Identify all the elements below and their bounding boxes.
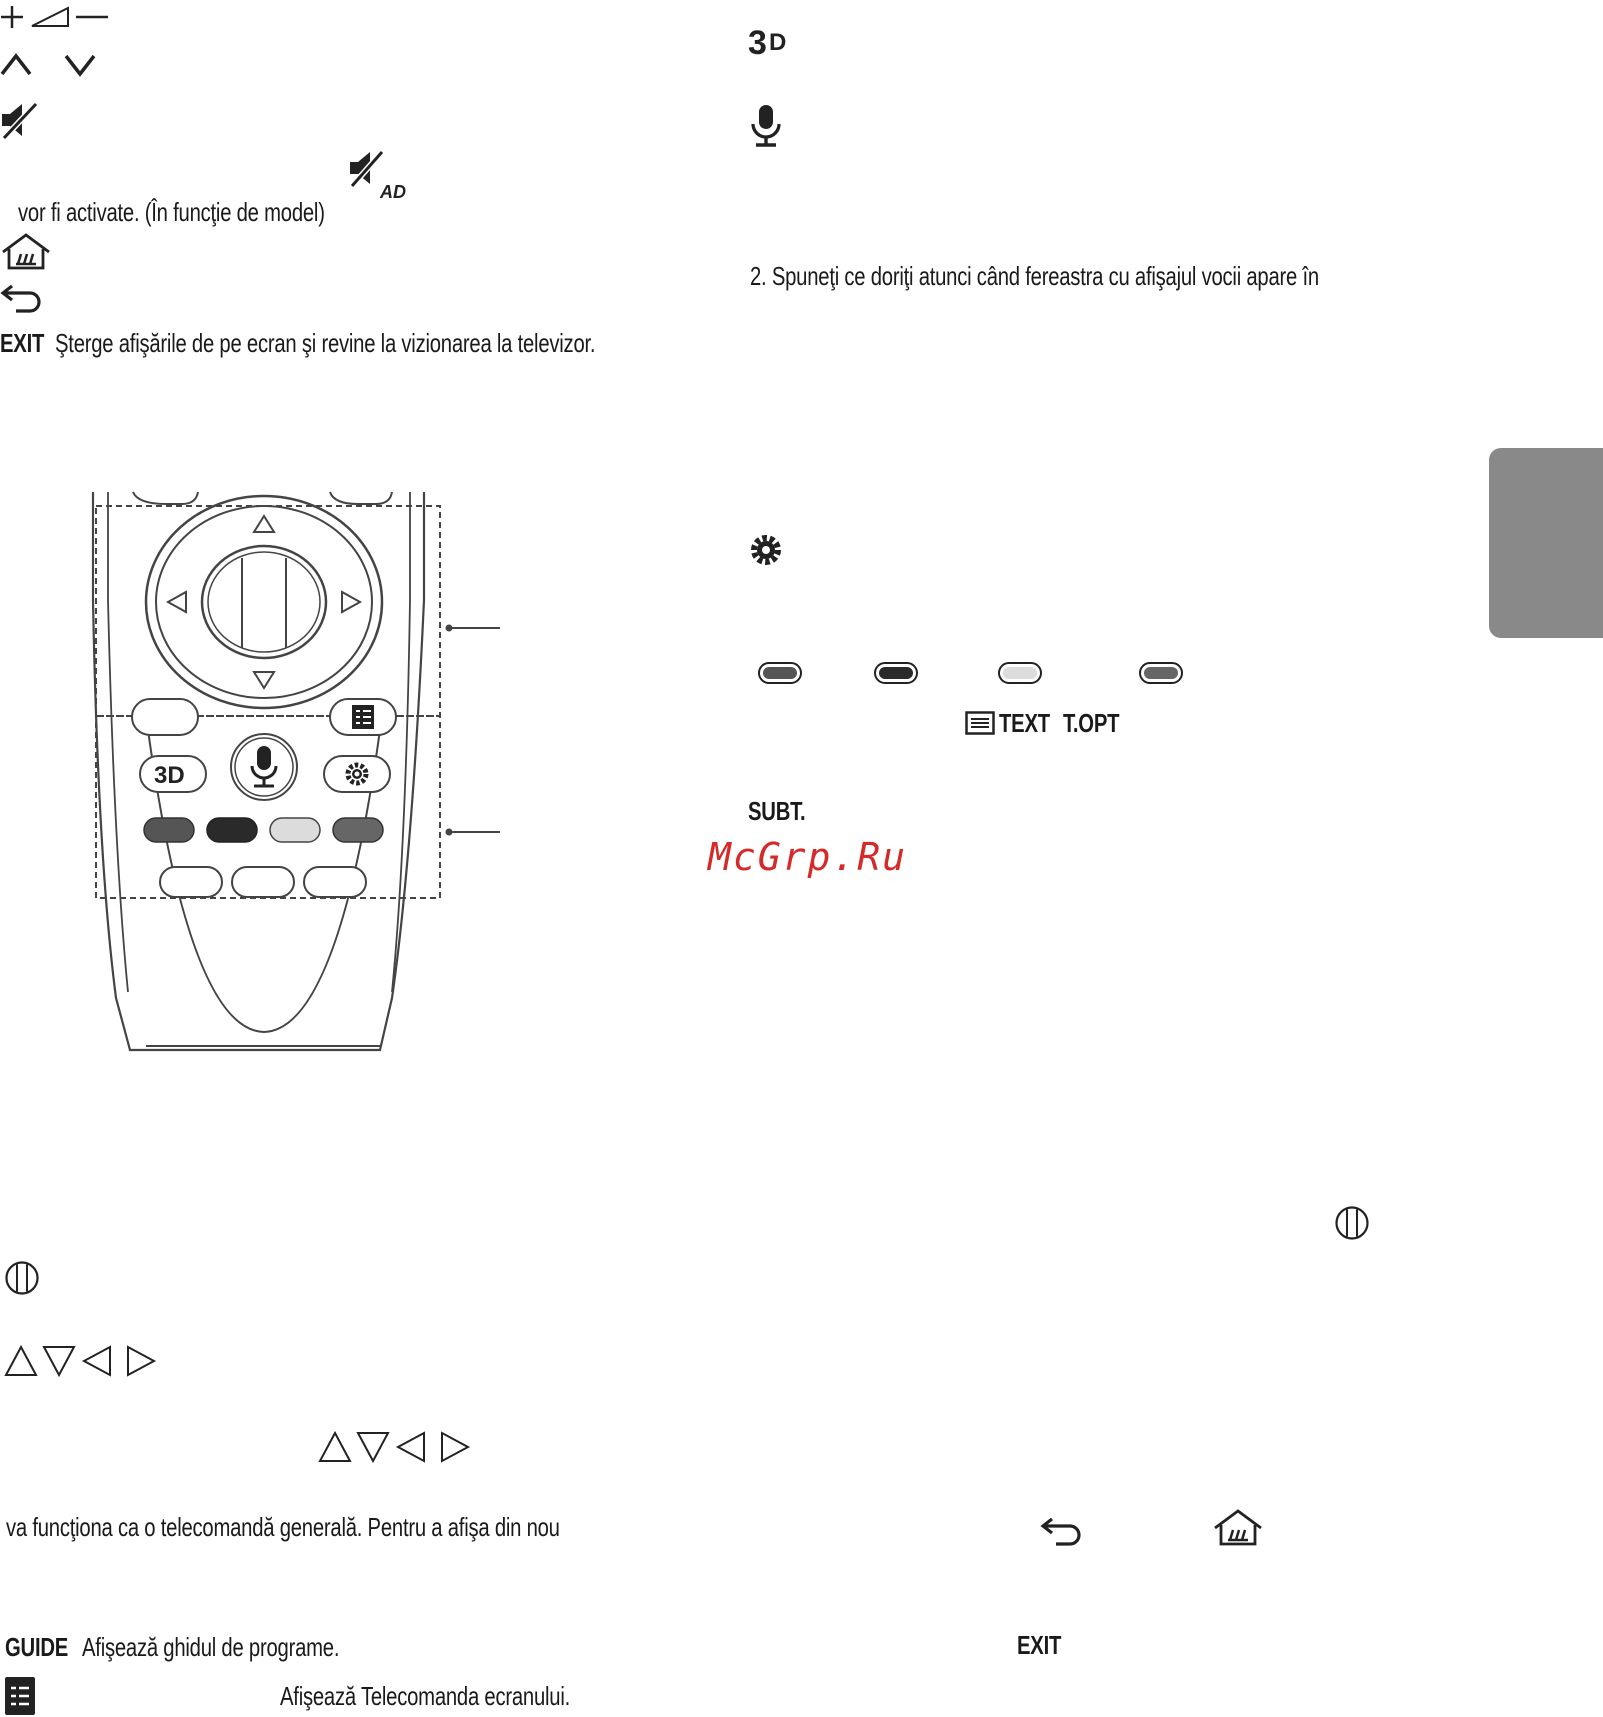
wheel-icon [4, 1260, 40, 1296]
arrow-keys-icon [4, 1344, 160, 1378]
channel-up-down-icon [0, 50, 100, 80]
screen-remote-icon [5, 1677, 35, 1715]
settings-icon [748, 532, 784, 568]
exit-description: Şterge afişările de pe ecran şi revine l… [55, 328, 596, 358]
arrow-keys-icon [318, 1430, 474, 1464]
watermark: McGrp.Ru [708, 835, 908, 879]
guide-label: GUIDE [5, 1632, 69, 1662]
3d-icon: 3 D [748, 22, 794, 58]
svg-text:3: 3 [748, 24, 767, 58]
screen-remote-description: Afişează Telecomanda ecranului. [280, 1681, 571, 1711]
voice-step-2: 2. Spuneţi ce doriţi atunci când fereast… [750, 261, 1319, 291]
back-icon [1040, 1515, 1088, 1547]
guide-description: Afişează ghidul de programe. [82, 1632, 340, 1662]
microphone-icon [750, 104, 782, 148]
remote-illustration: 3D [80, 480, 520, 1105]
section-tab [1489, 448, 1603, 638]
back-icon [0, 282, 48, 314]
home-icon [0, 232, 54, 272]
ad-activation-text: vor fi activate. (În funcţie de model) [18, 197, 325, 227]
topt-label: T.OPT [1063, 708, 1120, 738]
volume-up-down-icon [0, 4, 110, 30]
wheel-icon [1334, 1205, 1370, 1241]
general-remote-text: va funcţiona ca o telecomandă generală. … [6, 1512, 560, 1542]
svg-text:AD: AD [379, 182, 406, 200]
subt-label: SUBT. [748, 796, 806, 826]
mute-icon [0, 100, 40, 140]
teletext-icon [965, 711, 995, 735]
exit-label-right: EXIT [1017, 1630, 1062, 1660]
exit-label: EXIT [0, 328, 45, 358]
color-buttons-icon [758, 660, 1188, 686]
svg-text:D: D [769, 29, 786, 56]
audio-description-icon: AD [348, 150, 410, 200]
text-label: TEXT [999, 708, 1050, 738]
home-icon [1212, 1508, 1266, 1548]
svg-text:3D: 3D [154, 762, 185, 789]
